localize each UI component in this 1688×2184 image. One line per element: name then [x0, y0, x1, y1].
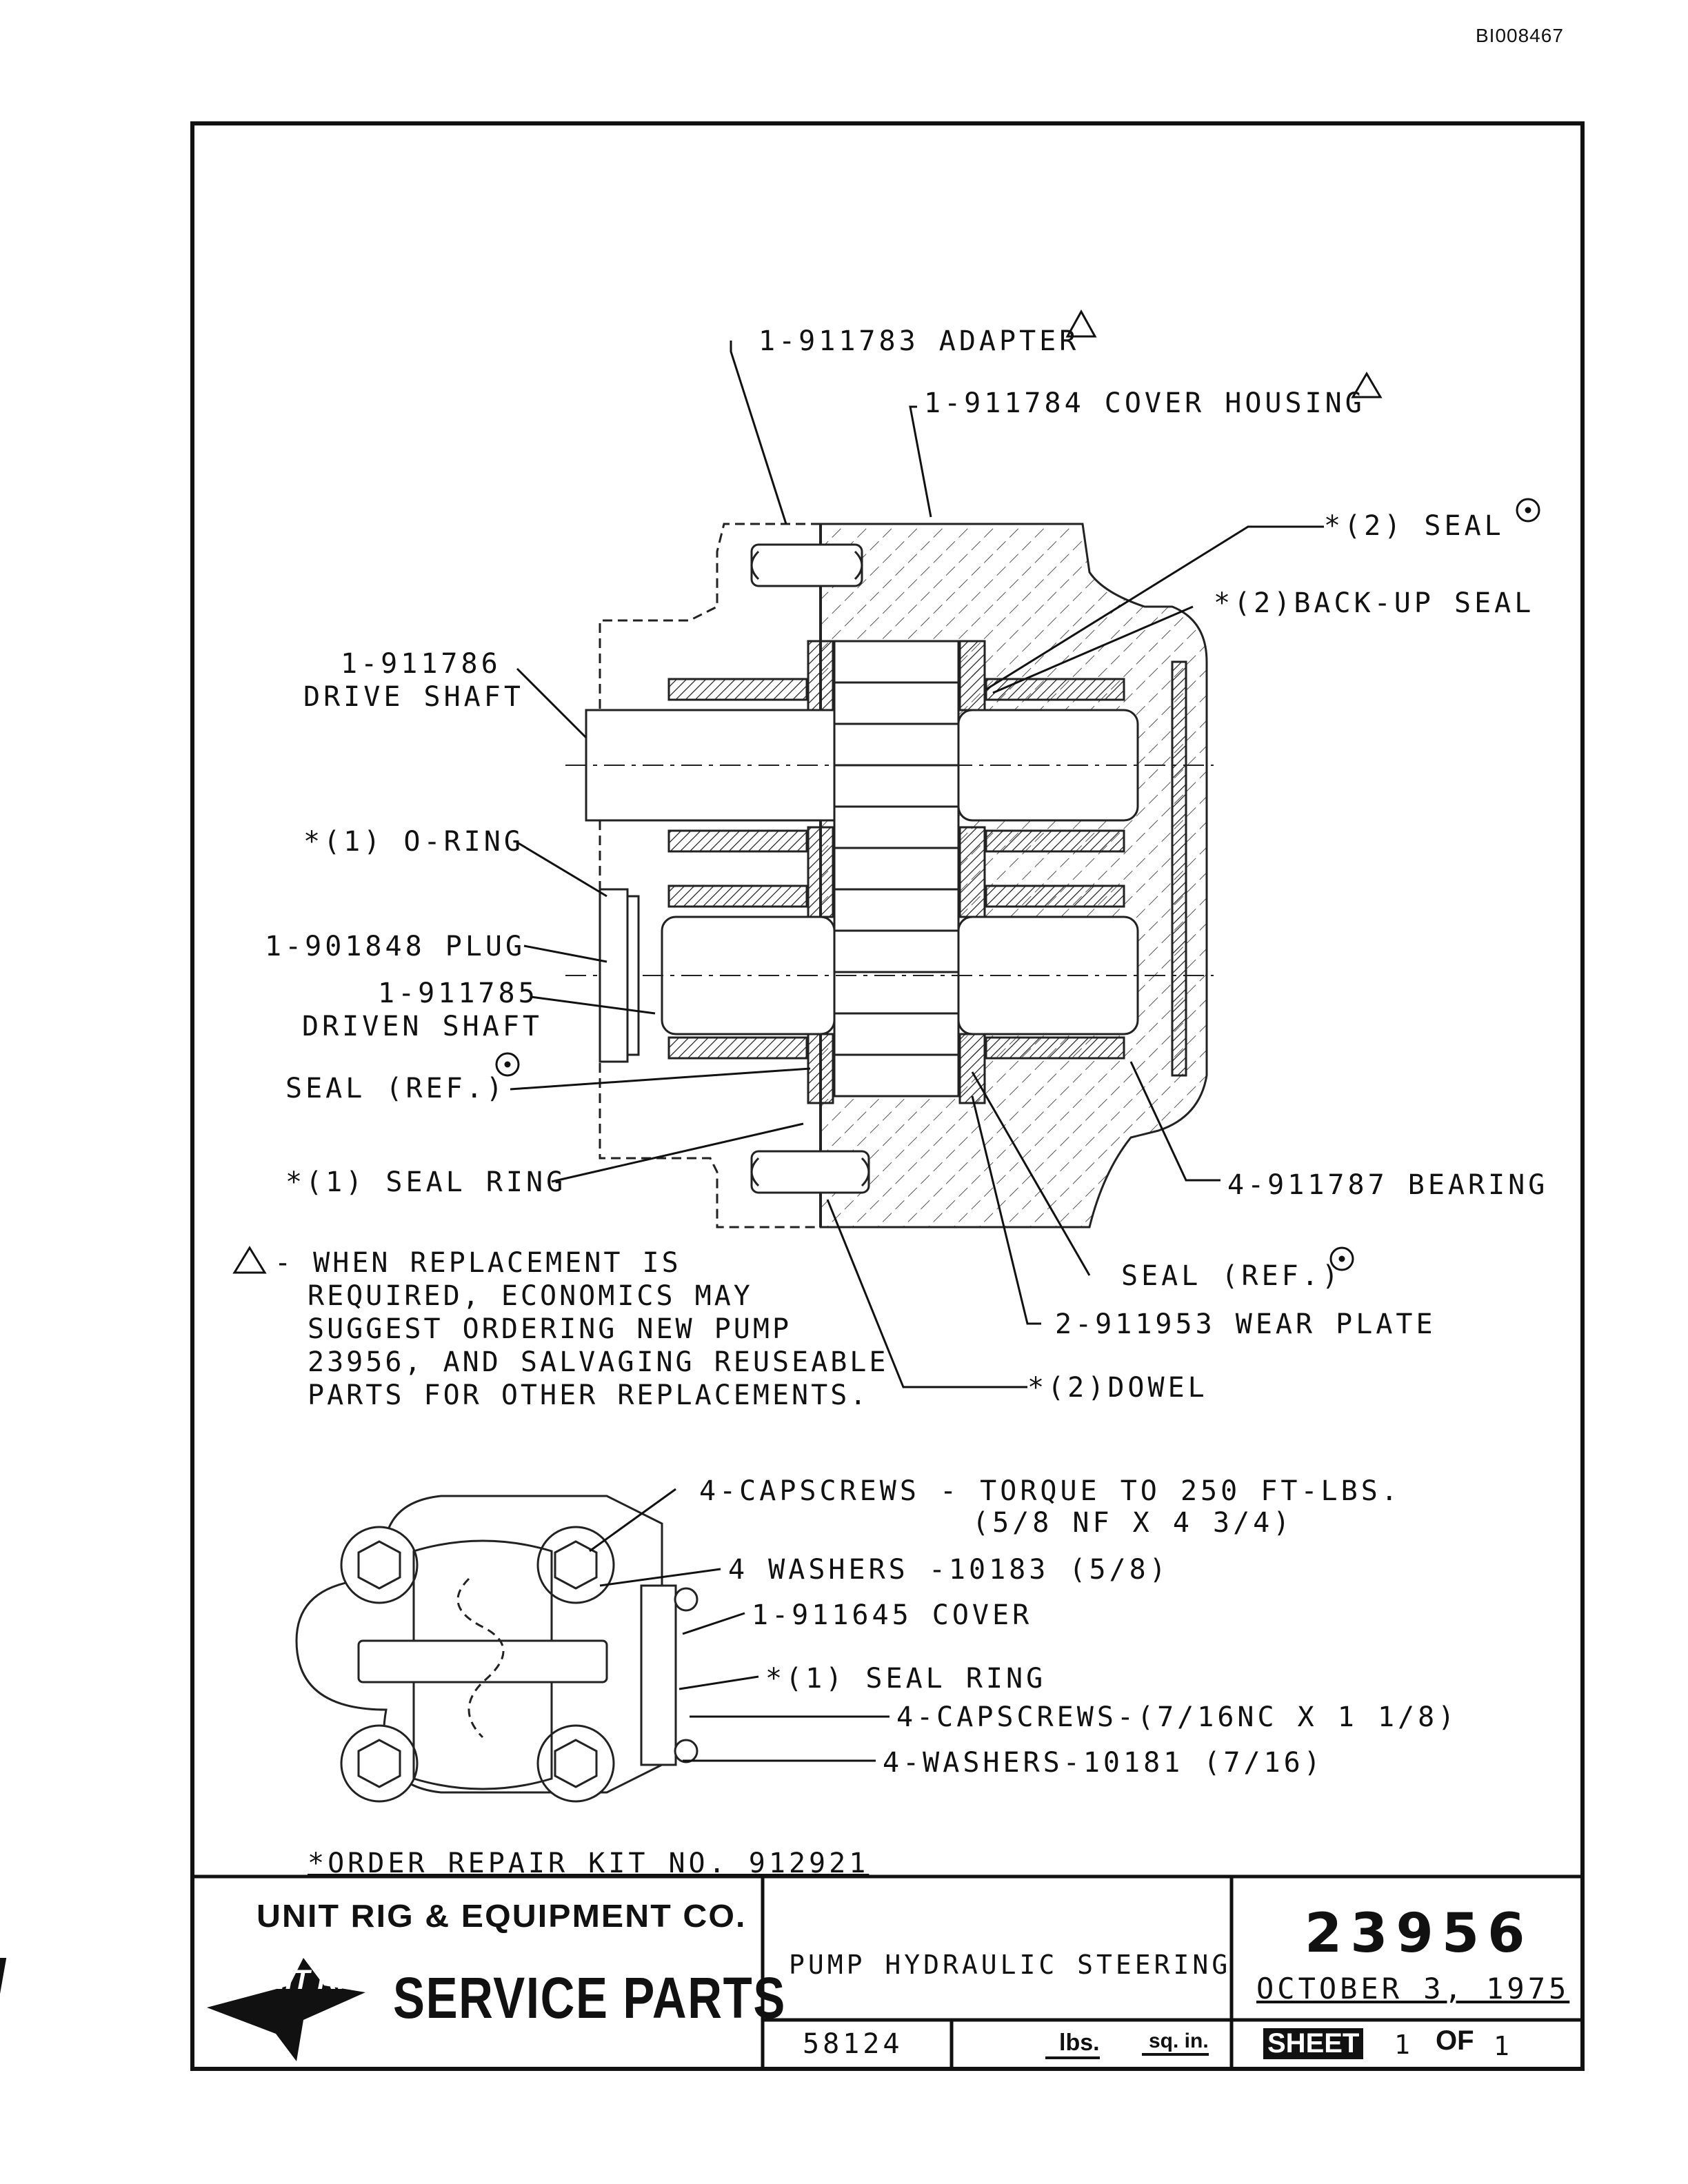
- company-name: UNIT RIG & EQUIPMENT CO.: [257, 1898, 747, 1934]
- sheet-label: SHEET: [1263, 2028, 1364, 2059]
- weight-area-cell: lbs. sq. in.: [956, 2024, 1229, 2065]
- bearings: [667, 678, 1125, 1060]
- warning-triangles: [232, 309, 1383, 1274]
- label-cover-housing: 1-911784 COVER HOUSING: [924, 387, 1365, 419]
- label-washers-2: 4-WASHERS-10181 (7/16): [883, 1747, 1324, 1779]
- drawing-number-cell: 58124: [767, 2024, 949, 2065]
- label-drive-shaft-no: 1-911786: [341, 648, 501, 680]
- label-capscrews-1: 4-CAPSCREWS - TORQUE TO 250 FT-LBS.: [699, 1475, 1401, 1507]
- label-seal-ring-2: *(1) SEAL RING: [765, 1663, 1047, 1695]
- sheet-total: 1: [1494, 2031, 1513, 2061]
- gear-stack: [833, 640, 960, 1098]
- part-number-block: 23956 OCTOBER 3, 1975: [1236, 1882, 1580, 2017]
- label-washers-1: 4 WASHERS -10183 (5/8): [728, 1554, 1169, 1586]
- label-seal-2: *(2) SEAL: [1324, 510, 1505, 542]
- service-parts-title: SERVICE PARTS: [393, 1965, 786, 2030]
- label-driven-shaft: DRIVEN SHAFT: [302, 1011, 543, 1042]
- label-capscrews-2: 4-CAPSCREWS-(7/16NC X 1 1/8): [896, 1701, 1458, 1733]
- label-drive-shaft: DRIVE SHAFT: [303, 681, 524, 713]
- label-backup-seal: *(2)BACK-UP SEAL: [1214, 587, 1535, 619]
- part-number: 23956: [1305, 1903, 1534, 1965]
- label-seal-ref-left: SEAL (REF.): [285, 1073, 506, 1104]
- label-plug: 1-901848 PLUG: [265, 931, 526, 962]
- label-capscrews-1-size: (5/8 NF X 4 3/4): [972, 1507, 1294, 1539]
- drawing-frame: [190, 121, 1585, 2071]
- drive-shaft-shape: [565, 709, 1214, 822]
- sheet-number: 1: [1394, 2030, 1414, 2060]
- adapter-section: [599, 523, 822, 1228]
- unit-rig-logo-text: UNIT RIG: [245, 1965, 367, 1995]
- label-cover: 1-911645 COVER: [752, 1599, 1033, 1631]
- of-label: OF: [1436, 2025, 1474, 2056]
- description-block: PUMP HYDRAULIC STEERING: [767, 1882, 1229, 2017]
- document-id: BI008467: [1476, 25, 1564, 46]
- leader-lines: [510, 341, 1324, 1388]
- label-dowel: *(2)DOWEL: [1027, 1372, 1208, 1404]
- seal-symbols: [495, 498, 1540, 1271]
- label-o-ring: *(1) O-RING: [303, 826, 524, 858]
- pump-end-view: [295, 1495, 699, 1803]
- units-sq-in: sq. in.: [1142, 2030, 1209, 2056]
- unit-rig-logo: [0, 1958, 365, 2061]
- dowel-bottom: [750, 1150, 870, 1194]
- wear-plates: [807, 640, 986, 1104]
- part-description: PUMP HYDRAULIC STEERING: [789, 1950, 1232, 1980]
- sheet-cell: SHEET 1 OF 1: [1236, 2024, 1580, 2065]
- note-line-5: PARTS FOR OTHER REPLACEMENTS.: [308, 1379, 870, 1411]
- label-seal-ring-1: *(1) SEAL RING: [285, 1166, 567, 1198]
- plug-shape: [599, 888, 640, 1063]
- label-wear-plate: 2-911953 WEAR PLATE: [1055, 1308, 1436, 1340]
- label-seal-ref-right: SEAL (REF.): [1121, 1260, 1342, 1292]
- units-lbs: lbs.: [1045, 2030, 1100, 2059]
- label-driven-shaft-no: 1-911785: [378, 978, 539, 1009]
- label-bearing: 4-911787 BEARING: [1227, 1169, 1549, 1201]
- note-line-4: 23956, AND SALVAGING REUSEABLE: [308, 1346, 889, 1378]
- drawing-number: 58124: [803, 2028, 903, 2060]
- dowel-top: [750, 543, 863, 587]
- company-block: UNIT RIG & EQUIPMENT CO. UNIT RIG SERVIC…: [197, 1882, 785, 2065]
- repair-kit-note: *ORDER REPAIR KIT NO. 912921: [308, 1848, 870, 1879]
- replacement-note: - WHEN REPLACEMENT IS REQUIRED, ECONOMIC…: [274, 1246, 888, 1412]
- note-line-2: REQUIRED, ECONOMICS MAY: [308, 1280, 753, 1312]
- note-line-1: - WHEN REPLACEMENT IS: [274, 1247, 681, 1279]
- note-line-3: SUGGEST ORDERING NEW PUMP: [308, 1313, 792, 1345]
- driven-shaft-shape: [565, 916, 1214, 1035]
- label-adapter: 1-911783 ADAPTER: [758, 325, 1080, 357]
- title-block-lines: [192, 1874, 1583, 2070]
- drawing-date: OCTOBER 3, 1975: [1256, 1972, 1570, 2005]
- end-view-leaders: [589, 1488, 890, 1762]
